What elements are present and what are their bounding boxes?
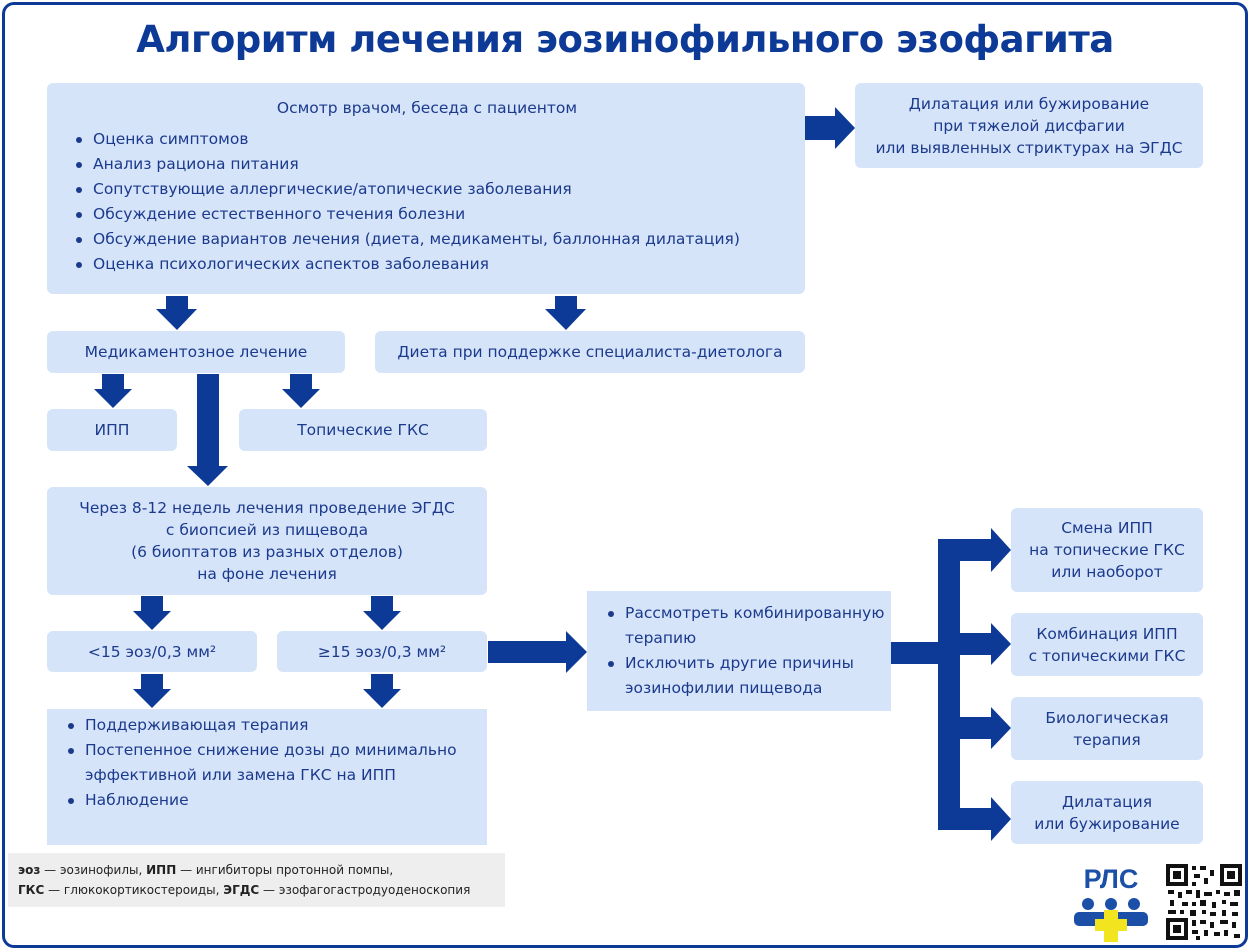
- bio-line1: Биологическая: [1045, 708, 1169, 727]
- legend-def: — ингибиторы протонной помпы,: [176, 863, 394, 877]
- dilation-line2: или бужирование: [1034, 814, 1180, 833]
- dilation-top-line2: при тяжелой дисфагии: [933, 116, 1125, 135]
- ipp-box: ИПП: [47, 409, 177, 451]
- dilation-top-box: Дилатация или бужирование при тяжелой ди…: [855, 83, 1203, 168]
- switch-line1: Смена ИПП: [1061, 519, 1153, 537]
- switch-line2: на топические ГКС: [1029, 541, 1185, 559]
- exam-list: Оценка симптомов Анализ рациона питания …: [67, 127, 787, 277]
- dilation-box: Дилатация или бужирование: [1011, 781, 1203, 844]
- list-item: Постепенное снижение дозы до минимально …: [68, 738, 465, 788]
- legend-line1: эоз — эозинофилы, ИПП — ингибиторы прото…: [18, 860, 495, 880]
- logo: РЛС: [1070, 864, 1152, 942]
- list-item: Поддерживающая терапия: [68, 713, 475, 738]
- legend-def: — глюкокортикостероиды,: [44, 883, 224, 897]
- exam-heading: Осмотр врачом, беседа с пациентом: [276, 99, 578, 117]
- dilation-line1: Дилатация: [1061, 792, 1153, 811]
- list-item: Оценка симптомов: [76, 127, 787, 152]
- maintenance-box: Поддерживающая терапия Постепенное сниже…: [47, 709, 487, 845]
- list-item: Анализ рациона питания: [76, 152, 787, 177]
- exam-box: Осмотр врачом, беседа с пациентом Оценка…: [47, 83, 805, 294]
- bio-box: Биологическая терапия: [1011, 697, 1203, 760]
- list-item: Сопутствующие аллергические/атопические …: [76, 177, 787, 202]
- egds-line4: на фоне лечения: [197, 565, 337, 583]
- consider-box: Рассмотреть комбинированную терапию Искл…: [587, 591, 891, 711]
- diet-box: Диета при поддержке специалиста-диетолог…: [375, 331, 805, 373]
- list-item: Обсуждение вариантов лечения (диета, мед…: [76, 227, 787, 252]
- topical-box: Топические ГКС: [239, 409, 487, 451]
- switch-line3: или наоборот: [1051, 563, 1163, 581]
- medication-box: Медикаментозное лечение: [47, 331, 345, 373]
- switch-box: Смена ИПП на топические ГКС или наоборот: [1011, 508, 1203, 592]
- list-item: Оценка психологических аспектов заболева…: [76, 252, 787, 277]
- list-item: Исключить другие причины эозинофилии пищ…: [608, 651, 885, 701]
- list-item: Обсуждение естественного течения болезни: [76, 202, 787, 227]
- consider-list: Рассмотреть комбинированную терапию Искл…: [599, 601, 884, 701]
- legend-abbr: ИПП: [146, 863, 177, 877]
- qr-code-icon: [1166, 864, 1242, 940]
- maintenance-list: Поддерживающая терапия Постепенное сниже…: [59, 713, 475, 813]
- combo-line2: с топическими ГКС: [1028, 646, 1186, 665]
- low-eos-box: <15 эоз/0,3 мм²: [47, 631, 257, 672]
- list-item: Рассмотреть комбинированную терапию: [608, 601, 885, 651]
- high-eos-box: ≥15 эоз/0,3 мм²: [277, 631, 487, 672]
- egds-box: Через 8-12 недель лечения проведение ЭГД…: [47, 487, 487, 595]
- combo-line1: Комбинация ИПП: [1036, 624, 1178, 643]
- egds-line3: (6 биоптатов из разных отделов): [131, 543, 403, 561]
- legend-def: — эзофагогастродуоденоскопия: [259, 883, 471, 897]
- list-item: Наблюдение: [68, 788, 475, 813]
- dilation-top-line3: или выявленных стриктурах на ЭГДС: [875, 138, 1183, 157]
- dilation-top-line1: Дилатация или бужирование: [908, 94, 1150, 113]
- egds-line1: Через 8-12 недель лечения проведение ЭГД…: [79, 499, 455, 517]
- legend-def: — эозинофилы,: [40, 863, 147, 877]
- egds-line2: с биопсией из пищевода: [165, 521, 369, 539]
- legend-abbr: ГКС: [18, 883, 45, 897]
- legend: эоз — эозинофилы, ИПП — ингибиторы прото…: [8, 853, 505, 907]
- logo-text: РЛС: [1083, 864, 1139, 894]
- legend-abbr: ЭГДС: [223, 883, 260, 897]
- combo-box: Комбинация ИПП с топическими ГКС: [1011, 613, 1203, 676]
- legend-abbr: эоз: [18, 863, 41, 877]
- legend-line2: ГКС — глюкокортикостероиды, ЭГДС — эзофа…: [18, 880, 495, 900]
- bio-line2: терапия: [1073, 730, 1141, 749]
- logo-people-icon: [1074, 898, 1148, 942]
- page-title: Алгоритм лечения эозинофильного эзофагит…: [136, 18, 1114, 61]
